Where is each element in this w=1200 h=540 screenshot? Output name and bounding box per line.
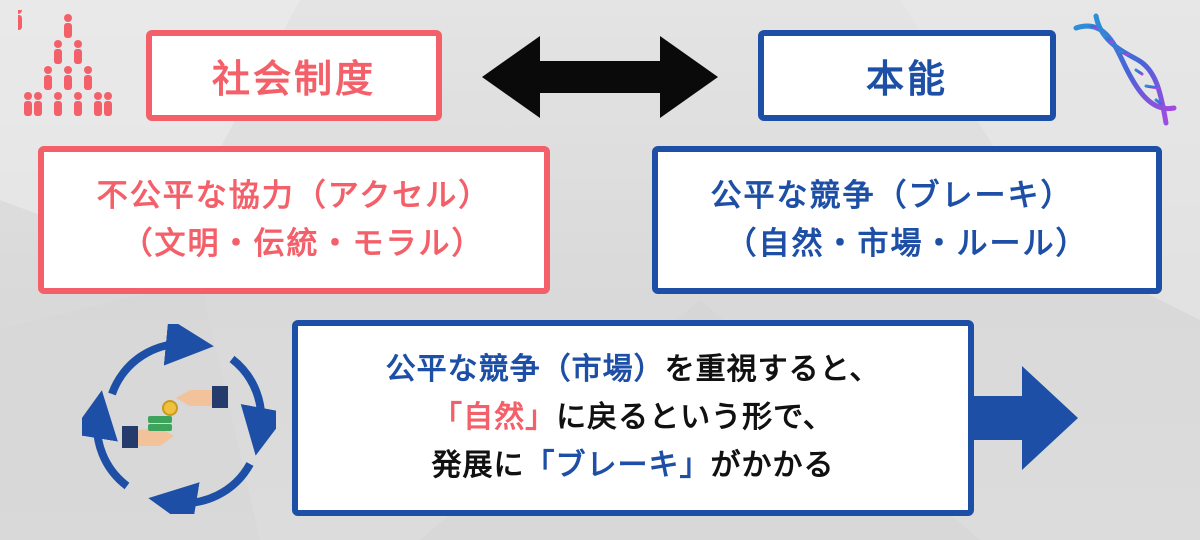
dna-icon [1073, 13, 1177, 126]
instinct-description-box: 公平な競争（ブレーキ） （自然・市場・ルール） [652, 146, 1162, 294]
social-system-description-line2: （文明・伝統・モラル） [121, 226, 485, 262]
conclusion-line3-suffix: がかかる [710, 448, 835, 483]
conclusion-line1: 公平な競争（市場）を重視すると、 [386, 346, 881, 394]
social-system-title: 社会制度 [211, 57, 376, 101]
conclusion-line3-highlight: 「ブレーキ」 [524, 448, 711, 483]
conclusion-line3: 発展に「ブレーキ」がかかる [432, 442, 835, 490]
crowd-pyramid-icon [18, 10, 112, 116]
money-exchange-cycle-icon [82, 324, 276, 514]
conclusion-line2-text: に戻るという形で、 [556, 400, 834, 435]
conclusion-line1-text: を重視すると、 [664, 352, 881, 387]
social-system-description-line1: 不公平な協力（アクセル） [96, 177, 492, 214]
double-arrow-icon [482, 36, 718, 118]
conclusion-line2: 「自然」に戻るという形で、 [432, 394, 834, 442]
social-system-description-box: 不公平な協力（アクセル） （文明・伝統・モラル） [38, 146, 550, 294]
instinct-title: 本能 [865, 57, 948, 101]
conclusion-line2-highlight: 「自然」 [432, 400, 557, 435]
conclusion-line1-highlight: 公平な競争（市場） [385, 352, 665, 387]
instinct-description-line1: 公平な競争（ブレーキ） [710, 177, 1074, 214]
right-arrow-icon [974, 366, 1078, 470]
social-system-title-box: 社会制度 [146, 30, 442, 121]
instinct-description-line2: （自然・市場・ルール） [725, 226, 1089, 262]
instinct-title-box: 本能 [758, 30, 1056, 121]
conclusion-box: 公平な競争（市場）を重視すると、 「自然」に戻るという形で、 発展に「ブレーキ」… [292, 320, 974, 516]
conclusion-line3-prefix: 発展に [431, 448, 525, 483]
